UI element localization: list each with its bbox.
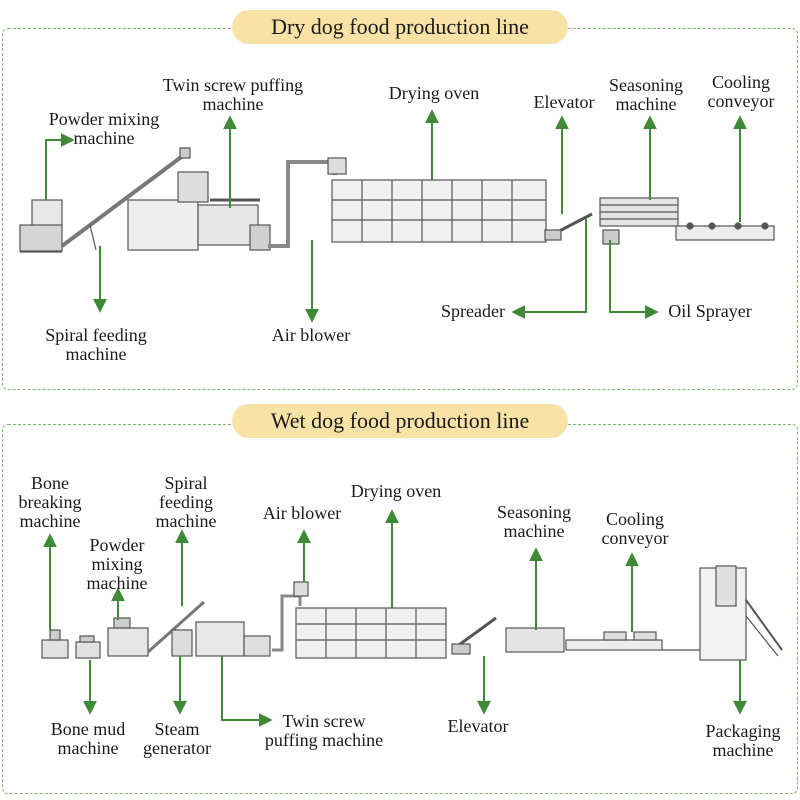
wet-label-seasoning: Seasoning machine [497,502,571,541]
dry-label-cooling: Cooling conveyor [707,72,775,111]
dry-label-spiral-feeding: Spiral feeding machine [45,325,147,364]
dry-label-twin-screw: Twin screw puffing machine [162,75,304,114]
wet-arrows [43,509,747,727]
dry-machines [19,147,775,253]
wet-label-elevator: Elevator [447,716,509,736]
wet-label-bone-mud: Bone mud machine [50,719,126,758]
wet-label-twin-screw: Twin screw puffing machine [264,711,384,750]
dry-label-seasoning: Seasoning machine [609,75,683,114]
wet-label-air-blower: Air blower [262,503,342,523]
wet-label-powder-mixing: Powder mixing machine [86,535,148,593]
dry-line-title: Dry dog food production line [232,10,568,44]
dry-label-powder-mixing: Powder mixing machine [48,109,160,148]
wet-label-spiral-feeding: Spiral feeding machine [155,473,217,531]
dry-arrows [45,109,747,323]
wet-label-drying-oven: Drying oven [350,481,442,501]
wet-machines [41,565,783,661]
wet-label-cooling: Cooling conveyor [601,509,669,548]
dry-label-spreader: Spreader [441,301,505,321]
wet-label-bone-breaking: Bone breaking machine [18,473,82,531]
dry-label-oil-sprayer: Oil Sprayer [668,301,752,321]
dry-label-air-blower: Air blower [271,325,351,345]
wet-label-steam-generator: Steam generator [143,719,211,758]
dry-label-elevator: Elevator [533,92,595,112]
dry-label-drying-oven: Drying oven [388,83,480,103]
wet-label-packaging: Packaging machine [705,721,781,760]
wet-line-title: Wet dog food production line [232,404,568,438]
